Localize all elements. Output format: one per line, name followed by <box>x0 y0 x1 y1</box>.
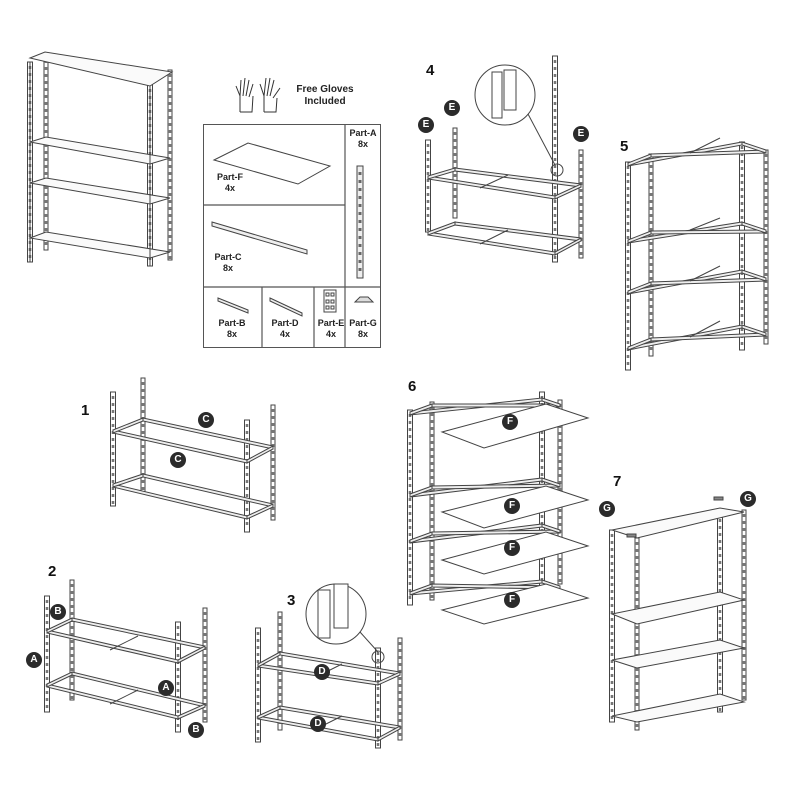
step-number-1: 1 <box>81 402 90 419</box>
part-e-name: Part-E <box>317 318 345 328</box>
gloves-line-2: Included <box>304 96 346 107</box>
step-number-5: 5 <box>620 138 629 155</box>
gloves-line-1: Free Gloves <box>296 84 354 95</box>
part-g-drawing <box>353 296 375 303</box>
callout-badge-a: A <box>158 680 174 696</box>
part-d-label: Part-D 4x <box>265 318 305 340</box>
callout-badge-g: G <box>599 501 615 517</box>
callout-badge-a: A <box>26 652 42 668</box>
part-a-name: Part-A <box>349 128 377 138</box>
step-number-7: 7 <box>613 473 622 490</box>
callout-badge-f: F <box>504 498 520 514</box>
callout-badge-d: D <box>310 716 326 732</box>
part-e-qty: 4x <box>325 329 336 339</box>
step-number-6: 6 <box>408 378 417 395</box>
step-number-3: 3 <box>287 592 296 609</box>
callout-badge-e: E <box>418 117 434 133</box>
part-e-drawing <box>323 289 337 313</box>
part-f-qty: 4x <box>224 183 235 193</box>
callout-badge-c: C <box>198 412 214 428</box>
part-b-label: Part-B 8x <box>212 318 252 340</box>
part-d-qty: 4x <box>279 329 290 339</box>
part-d-name: Part-D <box>271 318 299 328</box>
part-g-name: Part-G <box>349 318 377 328</box>
parts-list-box <box>203 124 381 348</box>
callout-badge-g: G <box>740 491 756 507</box>
step-number-4: 4 <box>426 62 435 79</box>
step-3-drawing <box>255 583 403 749</box>
step-6-drawing <box>407 391 590 625</box>
step-2-drawing <box>44 579 208 733</box>
callout-badge-e: E <box>444 100 460 116</box>
part-g-label: Part-G 8x <box>346 318 380 340</box>
part-b-qty: 8x <box>226 329 237 339</box>
part-d-drawing <box>269 297 303 317</box>
part-a-drawing <box>356 165 364 279</box>
step-1-drawing <box>110 377 276 533</box>
part-f-drawing <box>212 142 332 185</box>
callout-badge-c: C <box>170 452 186 468</box>
step-7-drawing <box>609 496 747 731</box>
callout-badge-f: F <box>504 592 520 608</box>
callout-badge-e: E <box>573 126 589 142</box>
callout-badge-f: F <box>502 414 518 430</box>
finished-shelf-unit <box>27 51 174 267</box>
gloves-icon <box>235 77 281 113</box>
step-4-drawing <box>425 55 584 263</box>
part-g-qty: 8x <box>357 329 368 339</box>
part-f-label: Part-F 4x <box>212 172 248 194</box>
part-c-drawing <box>211 221 308 255</box>
part-c-label: Part-C 8x <box>210 252 246 274</box>
part-c-name: Part-C <box>214 252 242 262</box>
callout-badge-f: F <box>504 540 520 556</box>
step-number-2: 2 <box>48 563 57 580</box>
callout-badge-d: D <box>314 664 330 680</box>
free-gloves-note: Free Gloves Included <box>290 84 360 108</box>
callout-badge-b: B <box>188 722 204 738</box>
callout-badge-b: B <box>50 604 66 620</box>
step-5-drawing <box>625 137 769 371</box>
part-c-qty: 8x <box>222 263 233 273</box>
part-f-name: Part-F <box>216 172 243 182</box>
part-b-name: Part-B <box>218 318 246 328</box>
part-b-drawing <box>217 297 249 314</box>
part-e-label: Part-E 4x <box>315 318 347 340</box>
part-a-qty: 8x <box>357 139 368 149</box>
part-a-label: Part-A 8x <box>346 128 380 150</box>
